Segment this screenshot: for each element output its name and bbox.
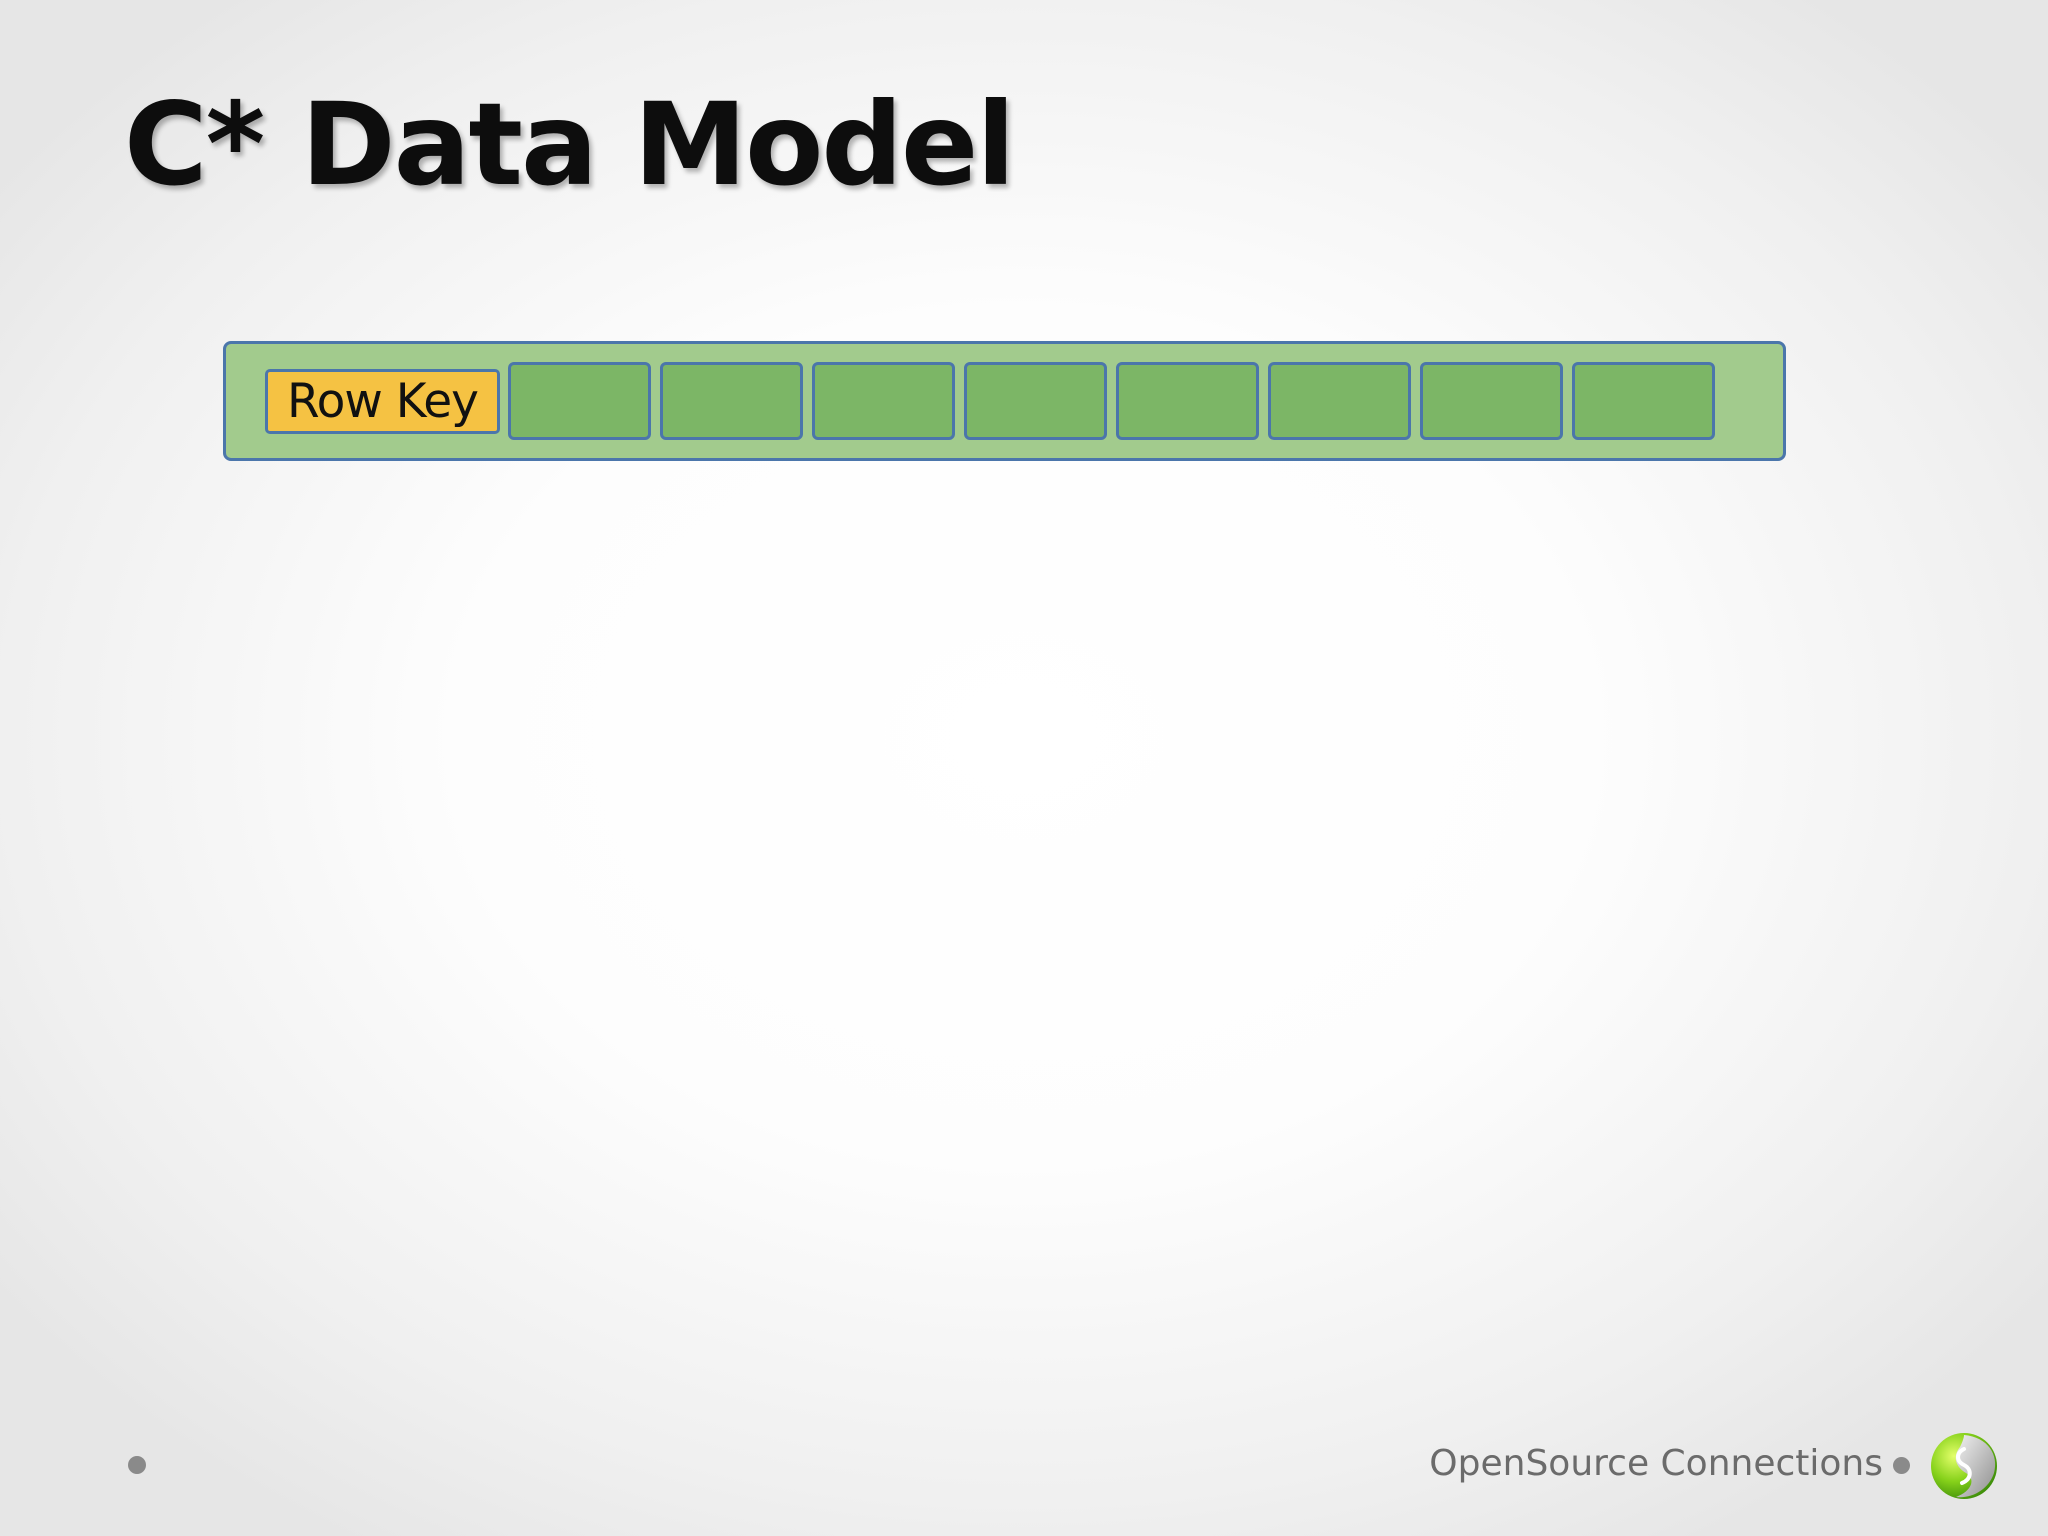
column-cell — [1572, 362, 1715, 440]
column-cell — [508, 362, 651, 440]
column-cell — [1116, 362, 1259, 440]
column-cell — [812, 362, 955, 440]
column-cell — [964, 362, 1107, 440]
column-cell — [1420, 362, 1563, 440]
footer-left-dot — [128, 1456, 146, 1474]
column-cell — [660, 362, 803, 440]
column-cell — [1268, 362, 1411, 440]
footer-brand-text: OpenSource Connections — [1429, 1443, 1883, 1484]
slide-title: C* Data Model — [124, 78, 1015, 211]
row-key-label: Row Key — [287, 374, 479, 429]
opensource-connections-logo-icon — [1931, 1433, 1997, 1499]
footer-right-dot — [1893, 1457, 1910, 1474]
row-key-cell: Row Key — [265, 369, 500, 434]
